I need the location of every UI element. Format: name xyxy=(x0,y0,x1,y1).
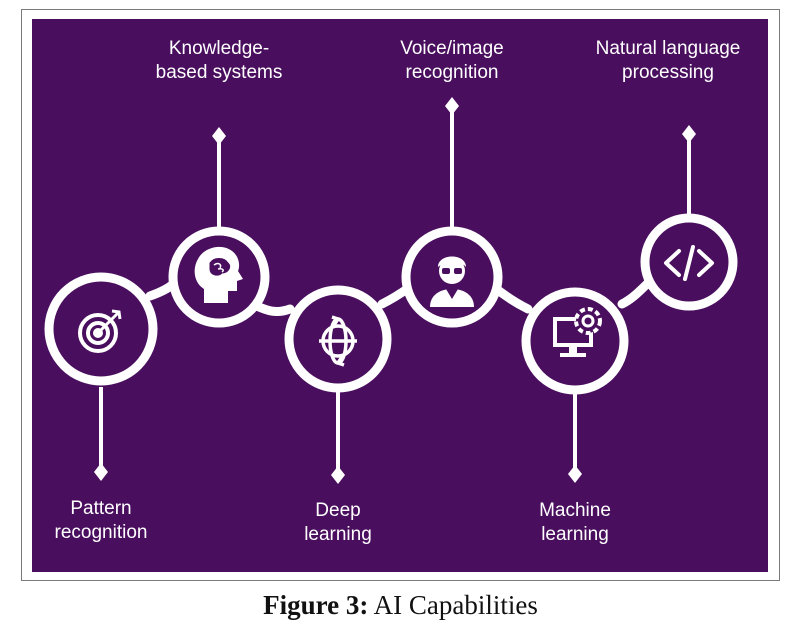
label-pattern-line2: recognition xyxy=(54,522,148,543)
figure-caption: Figure 3: AI Capabilities xyxy=(0,588,801,622)
label-deep-line2: learning xyxy=(304,524,372,545)
diamond-machine xyxy=(568,465,582,483)
label-machine-line2: learning xyxy=(541,524,609,545)
stem-diamonds xyxy=(94,97,696,484)
label-machine-line1: Machine xyxy=(539,500,611,521)
diagram-panel: Knowledge- based systems Voice/image rec… xyxy=(32,19,768,572)
label-machine: Machine learning xyxy=(475,499,675,547)
node-rings xyxy=(44,213,738,395)
label-nlp: Natural language processing xyxy=(568,37,768,85)
code-brackets-icon xyxy=(664,245,714,281)
label-nlp-line1: Natural language xyxy=(595,38,741,59)
person-glasses-icon xyxy=(430,256,474,307)
monitor-gear-icon xyxy=(553,307,602,357)
label-knowledge-line2: based systems xyxy=(155,62,283,83)
label-voice: Voice/image recognition xyxy=(352,37,552,85)
target-icon xyxy=(78,309,122,353)
label-voice-line1: Voice/image xyxy=(400,38,504,59)
caption-prefix: Figure 3: xyxy=(263,590,369,620)
diamond-voice xyxy=(445,97,459,115)
label-knowledge: Knowledge- based systems xyxy=(119,37,319,85)
label-pattern: Pattern recognition xyxy=(1,497,201,545)
label-voice-line2: recognition xyxy=(405,62,499,83)
diamond-deep xyxy=(331,466,345,484)
diamond-pattern xyxy=(94,463,108,481)
label-pattern-line1: Pattern xyxy=(70,498,132,519)
stems xyxy=(99,105,691,474)
diamond-knowledge xyxy=(212,127,226,145)
label-nlp-line2: processing xyxy=(622,62,714,83)
caption-text: AI Capabilities xyxy=(368,590,538,620)
diamond-nlp xyxy=(682,125,696,143)
label-deep: Deep learning xyxy=(238,499,438,547)
connector-5 xyxy=(617,276,655,309)
label-knowledge-line1: Knowledge- xyxy=(168,38,270,59)
label-deep-line1: Deep xyxy=(315,500,361,521)
orbit-globe-icon xyxy=(319,315,357,367)
ring-machine xyxy=(521,287,629,395)
capabilities-diagram xyxy=(44,97,738,484)
brain-head-icon xyxy=(194,246,243,303)
ring-deep xyxy=(284,285,392,393)
